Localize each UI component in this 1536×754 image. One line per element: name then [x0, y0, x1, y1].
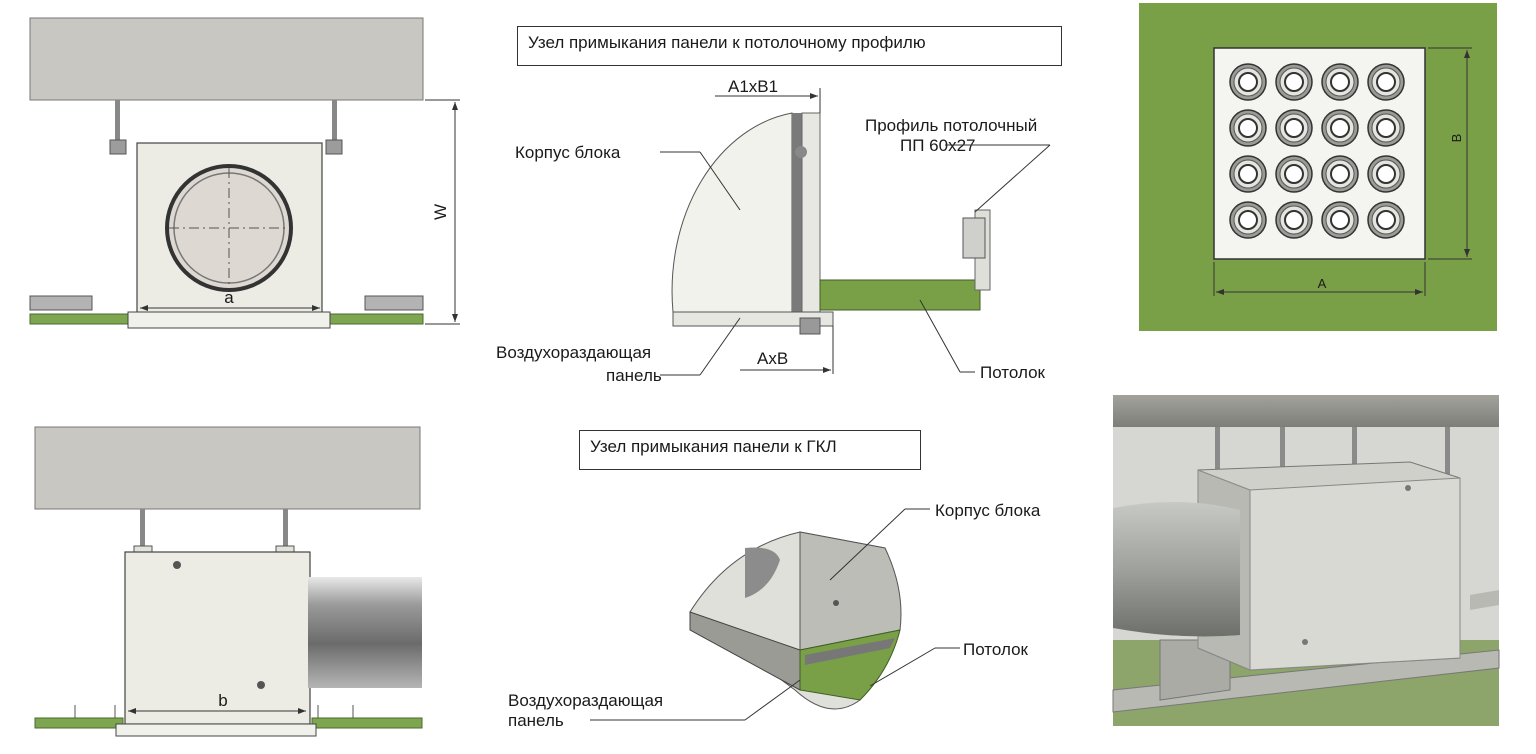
node-title-ceiling-profile: Узел примыкания панели к потолочному про…	[517, 26, 1062, 66]
dim-cap-a: A	[1318, 276, 1327, 291]
callout-profile-2: ПП 60x27	[900, 136, 975, 155]
nut	[325, 139, 343, 155]
nozzle	[1376, 118, 1396, 138]
nozzle	[1330, 210, 1350, 230]
nozzle	[1284, 164, 1304, 184]
threaded-rod	[332, 100, 337, 142]
nozzle	[1284, 118, 1304, 138]
callout-panel2-2: панель	[508, 711, 564, 730]
dim-axb: AxB	[757, 349, 788, 368]
air-duct	[308, 577, 422, 688]
concrete-slab	[29, 17, 424, 101]
callout-panel-2: панель	[606, 366, 662, 385]
callout-unit-body: Корпус блока	[515, 143, 621, 162]
callout-panel2-1: Воздухораздающая	[508, 691, 663, 710]
gkl-detail: Корпус блока Потолок Воздухораздающая па…	[508, 501, 1041, 730]
nozzle	[1376, 72, 1396, 92]
front-view-a: a W	[29, 17, 460, 329]
concrete-slab	[1113, 395, 1499, 427]
callout-ceiling: Потолок	[980, 363, 1046, 382]
callout-unit-body-2: Корпус блока	[935, 501, 1041, 520]
dim-cap-b: B	[1449, 134, 1464, 143]
dim-b: b	[218, 691, 227, 710]
dim-a1xb1: A1xB1	[728, 77, 778, 96]
unit-body	[124, 551, 311, 725]
threaded-rod	[115, 100, 120, 142]
panel-top-view: A B	[1139, 3, 1497, 331]
nozzle	[1376, 164, 1396, 184]
nozzle	[1376, 210, 1396, 230]
ceiling-profile-detail: A1xB1 AxB Корпус блока Профиль потолочны…	[496, 77, 1051, 385]
nozzle	[1238, 210, 1258, 230]
callout-ceiling-2: Потолок	[963, 640, 1029, 659]
concrete-slab	[34, 426, 421, 510]
nozzle	[1284, 210, 1304, 230]
nozzle	[1284, 72, 1304, 92]
nozzle-grid	[1229, 63, 1405, 239]
nozzle	[1238, 72, 1258, 92]
air-duct	[1113, 501, 1240, 637]
dim-w: W	[431, 204, 450, 220]
nozzle	[1238, 164, 1258, 184]
callout-profile-1: Профиль потолочный	[865, 116, 1037, 135]
nut	[109, 139, 127, 155]
nozzle	[1330, 164, 1350, 184]
nozzle	[1330, 118, 1350, 138]
node-title-gkl: Узел примыкания панели к ГКЛ	[579, 430, 921, 470]
nozzle	[1330, 72, 1350, 92]
front-view-b: b	[34, 426, 423, 737]
3d-view	[1112, 395, 1500, 726]
dim-a: a	[224, 288, 234, 307]
callout-panel-1: Воздухораздающая	[496, 343, 651, 362]
nozzle	[1238, 118, 1258, 138]
